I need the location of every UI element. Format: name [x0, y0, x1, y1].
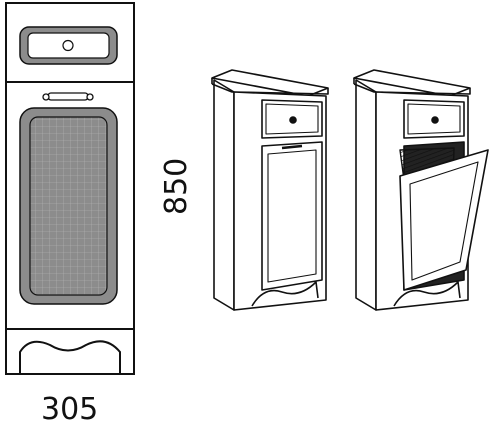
open-drawer-knob — [431, 116, 439, 124]
door-mesh — [29, 116, 108, 296]
closed-plinth — [251, 281, 319, 307]
front-view — [5, 2, 135, 375]
plinth-curve — [19, 340, 121, 374]
open-plinth — [393, 281, 461, 307]
open-side — [355, 79, 377, 311]
cabinet-closed — [211, 69, 329, 311]
drawer-knob — [62, 39, 74, 52]
closed-side — [213, 79, 235, 311]
cabinet-open-laundry-bin — [353, 69, 489, 311]
width-dimension: 305 — [41, 392, 98, 423]
open-door — [399, 149, 489, 291]
closed-door-handle — [281, 144, 303, 150]
closed-door — [261, 141, 323, 291]
closed-drawer-knob — [289, 116, 297, 124]
door-handle — [42, 92, 94, 101]
height-dimension: 850 — [159, 158, 194, 215]
